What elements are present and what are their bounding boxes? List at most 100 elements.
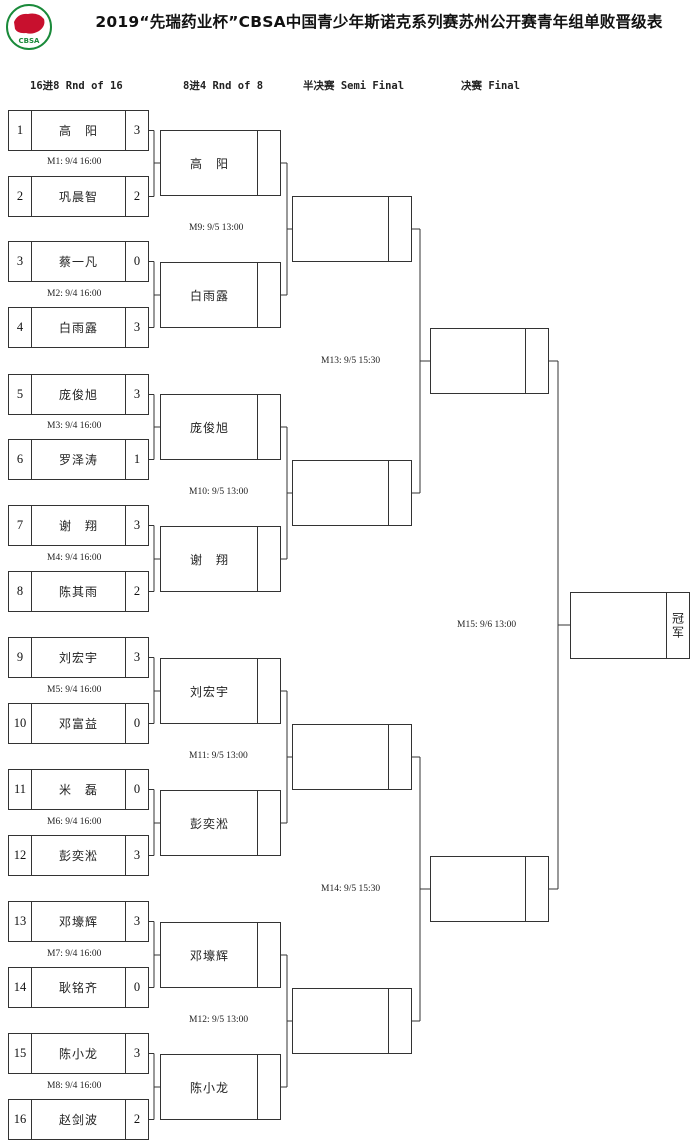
sf-player-box (292, 724, 412, 790)
player-score (388, 725, 411, 789)
champion-box: 冠军 (570, 592, 690, 659)
player-score (257, 131, 280, 195)
seed-number: 11 (9, 770, 32, 809)
player-name (293, 197, 389, 261)
player-score (257, 1055, 280, 1119)
player-name (431, 329, 526, 393)
player-name: 谢 翔 (189, 552, 229, 567)
logo-text: CBSA (19, 37, 41, 45)
player-name: 巩晨智 (58, 190, 98, 204)
player-score (257, 791, 280, 855)
r16-match-label: M7: 9/4 16:00 (47, 949, 102, 959)
champion-name (571, 593, 667, 658)
r16-match-label: M4: 9/4 16:00 (47, 553, 102, 563)
player-score: 0 (125, 704, 148, 743)
player-name (431, 857, 526, 921)
round-header-sf: 半决赛 Semi Final (303, 80, 405, 92)
player-name (293, 461, 389, 525)
player-score (257, 659, 280, 723)
r16-player-box: 14 耿铭齐 0 (8, 967, 149, 1008)
player-score: 3 (125, 1034, 148, 1073)
player-score (525, 857, 548, 921)
player-name: 米 磊 (58, 783, 98, 797)
final-player-box (430, 856, 549, 922)
r16-match-label: M3: 9/4 16:00 (47, 421, 102, 431)
player-score: 3 (125, 375, 148, 414)
qf-player-box: 高 阳 (160, 130, 281, 196)
qf-match-label: M12: 9/5 13:00 (189, 1015, 249, 1025)
qf-match-label: M9: 9/5 13:00 (189, 223, 244, 233)
qf-player-box: 刘宏宇 (160, 658, 281, 724)
final-player-box (430, 328, 549, 394)
qf-player-box: 彭奕淞 (160, 790, 281, 856)
player-name: 彭奕淞 (189, 816, 229, 831)
player-name (293, 725, 389, 789)
r16-player-box: 1 高 阳 3 (8, 110, 149, 151)
player-score (257, 263, 280, 327)
player-name: 谢 翔 (58, 519, 98, 533)
player-name: 刘宏宇 (189, 684, 229, 699)
champion-label: 冠军 (670, 611, 685, 640)
player-name: 彭奕淞 (58, 849, 98, 863)
qf-player-box: 白雨露 (160, 262, 281, 328)
seed-number: 7 (9, 506, 32, 545)
qf-player-box: 谢 翔 (160, 526, 281, 592)
seed-number: 3 (9, 242, 32, 281)
player-name: 高 阳 (189, 156, 229, 171)
r16-player-box: 3 蔡一凡 0 (8, 241, 149, 282)
r16-match-label: M1: 9/4 16:00 (47, 157, 102, 167)
player-name: 蔡一凡 (58, 255, 98, 269)
r16-match-label: M8: 9/4 16:00 (47, 1081, 102, 1091)
player-score: 3 (125, 638, 148, 677)
qf-player-box: 邓壕辉 (160, 922, 281, 988)
player-score (388, 461, 411, 525)
player-score (388, 197, 411, 261)
seed-number: 6 (9, 440, 32, 479)
sf-match-label: M13: 9/5 15:30 (321, 356, 381, 366)
player-score (257, 395, 280, 459)
player-name: 邓壕辉 (58, 915, 98, 929)
round-header-qf: 8进4 Rnd of 8 (183, 80, 264, 92)
sf-player-box (292, 988, 412, 1054)
player-score: 0 (125, 968, 148, 1007)
player-score (257, 527, 280, 591)
player-score: 3 (125, 506, 148, 545)
qf-player-box: 陈小龙 (160, 1054, 281, 1120)
seed-number: 14 (9, 968, 32, 1007)
player-name: 耿铭齐 (58, 981, 98, 995)
player-name: 邓壕辉 (189, 948, 229, 963)
r16-match-label: M2: 9/4 16:00 (47, 289, 102, 299)
qf-match-label: M11: 9/5 13:00 (189, 751, 248, 761)
player-name: 庞俊旭 (58, 388, 98, 402)
seed-number: 2 (9, 177, 32, 216)
round-header-final: 决赛 Final (461, 80, 520, 92)
seed-number: 1 (9, 111, 32, 150)
player-score: 3 (125, 111, 148, 150)
cbsa-logo: CBSA (6, 4, 52, 50)
player-score: 3 (125, 902, 148, 941)
player-name: 陈小龙 (189, 1080, 229, 1095)
seed-number: 8 (9, 572, 32, 611)
player-name: 高 阳 (58, 124, 98, 138)
r16-match-label: M6: 9/4 16:00 (47, 817, 102, 827)
qf-player-box: 庞俊旭 (160, 394, 281, 460)
qf-match-label: M10: 9/5 13:00 (189, 487, 249, 497)
page-title: 2019“先瑞药业杯”CBSA中国青少年斯诺克系列赛苏州公开赛青年组单败晋级表 (95, 13, 663, 31)
champion-label-cell: 冠军 (666, 593, 689, 658)
player-score: 0 (125, 242, 148, 281)
player-name: 罗泽涛 (58, 453, 98, 467)
player-score: 3 (125, 308, 148, 347)
seed-number: 12 (9, 836, 32, 875)
